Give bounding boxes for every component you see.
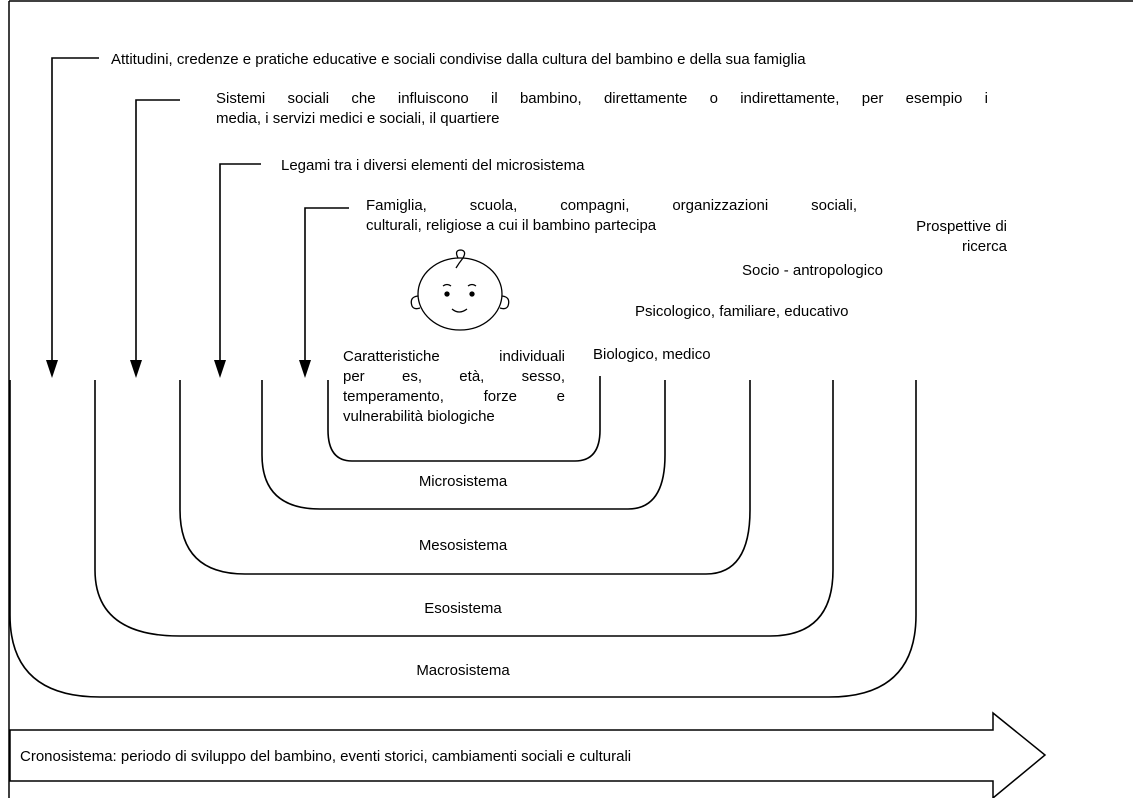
chronosystem-arrow — [9, 711, 1047, 798]
macro-description: Attitudini, credenze e pratiche educativ… — [111, 51, 806, 68]
macro-arrowhead — [46, 360, 58, 378]
micro-description-line2: culturali, religiose a cui il bambino pa… — [366, 217, 657, 234]
individual-line2: per es, età, sesso, — [343, 368, 565, 385]
meso-arrowhead — [214, 360, 226, 378]
individual-line4: vulnerabilità biologiche — [343, 408, 495, 425]
microsystem-curve — [261, 380, 666, 510]
exo-description-line1: Sistemi sociali che influiscono il bambi… — [216, 90, 988, 107]
perspective-title-line1: Prospettive di — [916, 218, 1007, 235]
exosystem-label: Esosistema — [424, 600, 502, 617]
chronosystem-label: Cronosistema: periodo di sviluppo del ba… — [20, 748, 631, 765]
meso-description: Legami tra i diversi elementi del micros… — [281, 157, 585, 174]
exosystem-curve — [94, 380, 834, 637]
individual-characteristics: Caratteristiche individuali per es, età,… — [343, 347, 565, 427]
mesosystem-curve — [179, 380, 751, 575]
exo-arrowhead — [130, 360, 142, 378]
perspective-psico: Psicologico, familiare, educativo — [635, 303, 848, 320]
perspective-title-line2: ricerca — [962, 238, 1008, 255]
macro-arrow-line — [51, 57, 99, 362]
mesosystem-label: Mesosistema — [419, 537, 508, 554]
exo-description: Sistemi sociali che influiscono il bambi… — [216, 89, 988, 129]
perspective-socio: Socio - antropologico — [742, 262, 883, 279]
micro-description-line1: Famiglia, scuola, compagni, organizzazio… — [366, 197, 857, 214]
micro-arrowhead — [299, 360, 311, 378]
individual-curve — [327, 376, 601, 462]
macrosystem-curve — [9, 380, 917, 698]
individual-line3: temperamento, forze e — [343, 388, 565, 405]
micro-description: Famiglia, scuola, compagni, organizzazio… — [366, 196, 857, 236]
macrosystem-label: Macrosistema — [416, 662, 510, 679]
baby-face-icon — [410, 249, 510, 331]
exo-arrow-line — [135, 99, 180, 362]
micro-arrow-line — [304, 207, 349, 362]
individual-line1: Caratteristiche individuali — [343, 348, 565, 365]
exo-description-line2: media, i servizi medici e sociali, il qu… — [216, 110, 500, 127]
meso-arrow-line — [219, 163, 261, 362]
perspective-bio: Biologico, medico — [593, 346, 711, 363]
microsystem-label: Microsistema — [419, 473, 508, 490]
